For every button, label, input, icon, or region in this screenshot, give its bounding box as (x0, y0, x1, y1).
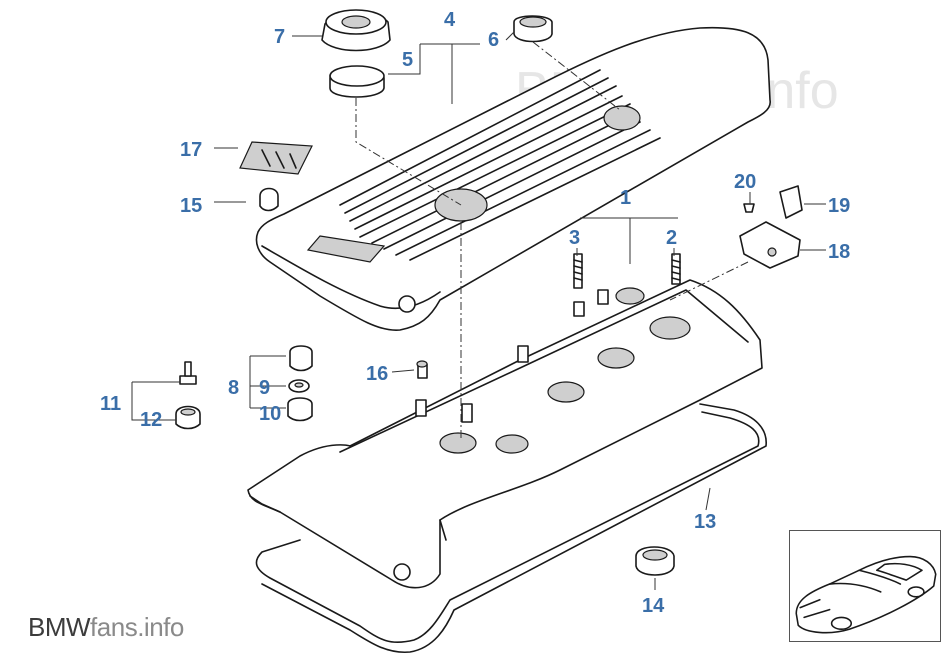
bracket-18 (739, 221, 801, 269)
callout-12: 12 (140, 409, 162, 431)
callout-16: 16 (366, 363, 388, 385)
callout-11: 11 (100, 393, 121, 415)
callout-labels: 1 2 3 4 5 6 7 8 9 10 11 12 13 14 15 16 1… (100, 9, 850, 617)
callout-17: 17 (180, 139, 202, 161)
bolt-11 (179, 361, 197, 385)
stud-right (671, 253, 681, 285)
screw-20 (743, 203, 755, 213)
spark-plug-wells (439, 287, 691, 454)
small-bolt (416, 360, 428, 379)
callout-7: 7 (274, 26, 285, 48)
stud-left (573, 253, 583, 289)
callout-15: 15 (180, 195, 202, 217)
callout-18: 18 (828, 241, 850, 263)
callout-14: 14 (642, 595, 665, 617)
engine-cover-ribs (339, 69, 661, 261)
engine-cover (255, 26, 771, 331)
grommet (513, 15, 553, 43)
callout-10: 10 (259, 403, 281, 425)
callout-3: 3 (569, 227, 580, 249)
cover-m-badge (306, 235, 386, 263)
leader-lines (131, 31, 826, 590)
cap-nut (259, 187, 279, 212)
callout-19: 19 (828, 195, 850, 217)
cover-gasket (255, 403, 767, 654)
site-branding: BMWfans.info (28, 612, 184, 643)
branding-light: fans.info (90, 612, 184, 642)
oil-filler-cap (321, 9, 391, 52)
callout-9: 9 (259, 377, 270, 399)
washer-9 (288, 379, 310, 393)
car-silhouette-icon (795, 555, 937, 634)
callout-13: 13 (694, 511, 716, 533)
callout-8: 8 (228, 377, 239, 399)
callout-4: 4 (444, 9, 456, 31)
cover-opening-rear (603, 105, 641, 131)
m-emblem (239, 141, 313, 175)
vehicle-inset (789, 530, 941, 642)
clip-19 (779, 185, 803, 219)
callout-20: 20 (734, 171, 756, 193)
seal-ring (635, 546, 675, 576)
cover-bosses (415, 289, 609, 423)
callout-5: 5 (402, 49, 413, 71)
filler-seal-ring (329, 65, 385, 98)
branding-strong: BMW (28, 612, 91, 642)
cylinder-head-cover (247, 279, 763, 589)
rubber-grommet-10 (287, 397, 313, 422)
callout-1: 1 (620, 187, 631, 209)
callout-6: 6 (488, 29, 499, 51)
bush-12 (175, 405, 201, 430)
callout-2: 2 (666, 227, 677, 249)
cap-nut-8 (289, 345, 313, 372)
